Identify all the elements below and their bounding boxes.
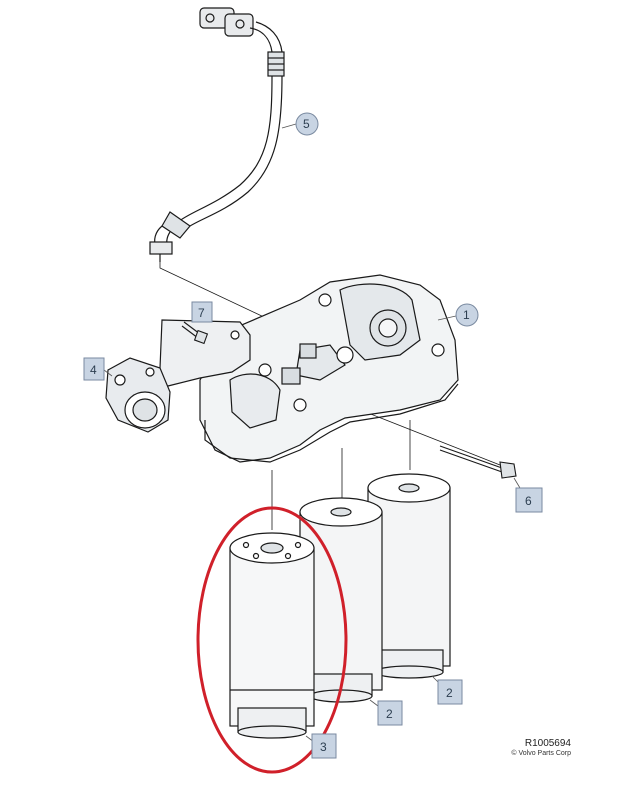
reference-number: R1005694 bbox=[524, 738, 571, 749]
svg-text:4: 4 bbox=[90, 363, 97, 377]
svg-text:2: 2 bbox=[446, 686, 453, 700]
bolt-long bbox=[439, 445, 517, 479]
svg-text:6: 6 bbox=[525, 494, 532, 508]
page-margin bbox=[0, 0, 54, 789]
svg-text:5: 5 bbox=[303, 117, 310, 131]
fuel-filter-middle bbox=[299, 497, 383, 703]
callout-4: 4 bbox=[83, 357, 113, 381]
callout-1: 1 bbox=[437, 303, 479, 327]
callout-2-middle: 2 bbox=[369, 699, 403, 726]
mounting-bracket bbox=[105, 319, 251, 433]
svg-text:2: 2 bbox=[386, 707, 393, 721]
callout-2-rear: 2 bbox=[431, 675, 463, 705]
svg-text:1: 1 bbox=[463, 308, 470, 322]
svg-text:7: 7 bbox=[198, 306, 205, 320]
callout-3: 3 bbox=[305, 733, 337, 759]
callout-7: 7 bbox=[191, 301, 213, 323]
fuel-filter-front bbox=[229, 532, 315, 739]
callout-6: 6 bbox=[513, 477, 543, 513]
callout-5: 5 bbox=[281, 112, 319, 136]
bolt-short bbox=[181, 321, 209, 345]
svg-text:3: 3 bbox=[320, 740, 327, 754]
fuel-pipe bbox=[149, 7, 285, 262]
copyright-notice: © Volvo Parts Corp bbox=[511, 750, 571, 757]
highlight-circle bbox=[196, 506, 348, 774]
filter-housing bbox=[199, 274, 459, 463]
